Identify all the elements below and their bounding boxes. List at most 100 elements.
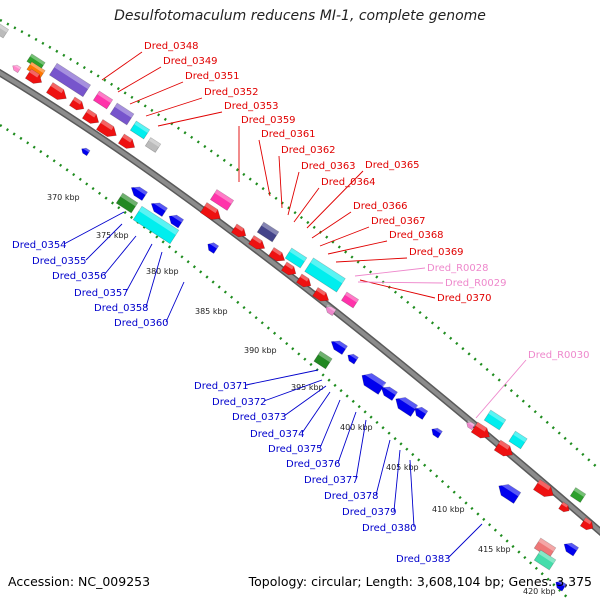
gene-highlight [138,206,179,235]
gene-highlight [344,291,359,303]
gene-feature [248,235,266,250]
features-layer [0,21,594,592]
gene-shape [130,186,148,201]
gene-feature [498,480,522,504]
gene-feature [117,133,136,149]
gene-shape [280,261,297,276]
gene-feature [45,82,67,100]
leader-line [327,240,388,255]
leader-line [355,419,367,480]
gene-highlight [284,261,294,270]
gene-shape [48,62,92,98]
leader-line [447,523,483,559]
gene-shape [24,68,43,84]
gene-shape [117,133,136,149]
gene-feature [313,350,333,370]
gene-feature [12,63,22,74]
leader-line [409,459,415,528]
gene-feature [295,273,312,288]
gene-shape [209,189,235,211]
leader-line [475,359,527,419]
leader-line [375,439,391,496]
gene-shape [0,21,10,39]
outer-dotted-track [0,18,600,471]
gene-shape [431,427,443,439]
gene-label: Dred_0372 [212,397,267,408]
gene-feature [144,137,162,153]
gene-highlight [169,211,184,223]
kbp-tick-label: 380 kbp [146,267,179,276]
gene-shape [466,421,476,431]
gene-highlight [432,425,443,434]
gene-shape [284,247,308,269]
gene-shape [361,373,387,395]
gene-feature [340,291,360,309]
gene-label: Dred_R0030 [528,350,590,361]
gene-highlight [583,517,592,525]
gene-feature [555,578,567,592]
gene-shape [81,147,91,157]
gene-label: Dred_0376 [286,459,341,470]
gene-label: Dred_0367 [371,216,426,227]
gene-shape [555,580,567,592]
gene-feature [330,337,348,355]
gene-highlight [13,63,21,70]
gene-label: Dred_0378 [324,491,379,502]
gene-highlight [97,91,113,103]
gene-shape [380,386,398,401]
gene-shape [168,214,185,229]
tracks-layer [0,18,600,600]
gene-label: Dred_0368 [389,230,444,241]
kbp-tick-label: 375 kbp [96,231,129,240]
leader-line [283,385,327,417]
gene-feature [209,189,235,211]
leader-line [359,279,436,299]
leader-line [301,391,331,434]
kbp-tick-label: 395 kbp [291,383,324,392]
gene-feature [68,96,85,111]
gene-shape [129,120,151,140]
gene-feature [81,146,91,157]
gene-label: Dred_0352 [204,87,259,98]
gene-label: Dred_0351 [185,71,240,82]
gene-highlight [561,501,569,508]
gene-feature [470,421,490,439]
gene-label: Dred_0360 [114,318,169,329]
gene-label: Dred_0362 [281,145,336,156]
gene-shape [92,90,114,110]
gene-label: Dred_0375 [268,444,323,455]
gene-highlight [415,404,428,415]
gene-label: Dred_0349 [163,56,218,67]
gene-highlight [573,487,586,498]
leader-line [287,171,300,216]
gene-shape [150,202,168,217]
gene-feature [569,487,587,503]
gene-feature [0,21,10,39]
gene-highlight [556,578,567,587]
gene-feature [483,409,507,431]
gene-shape [68,96,85,111]
gene-highlight [310,257,346,284]
gene-highlight [234,223,244,232]
gene-feature [230,223,247,238]
gene-label: Dred_0365 [365,160,420,171]
gene-shape [45,82,67,100]
gene-highlight [30,61,46,74]
gene-highlight [348,351,359,360]
gene-label: Dred_0363 [301,161,356,172]
gene-shape [483,409,507,431]
gene-feature [130,183,148,201]
gene-highlight [475,422,487,432]
gene-label: Dred_0354 [12,240,67,251]
gene-feature [81,108,100,124]
gene-feature [414,404,429,420]
gene-feature [361,369,387,395]
leader-line [103,235,137,276]
gene-feature [304,257,346,293]
gene-highlight [488,410,506,424]
gene-shape [109,102,135,126]
inner-dotted-track [0,123,571,600]
gene-highlight [261,222,279,236]
gene-shape [144,137,162,153]
